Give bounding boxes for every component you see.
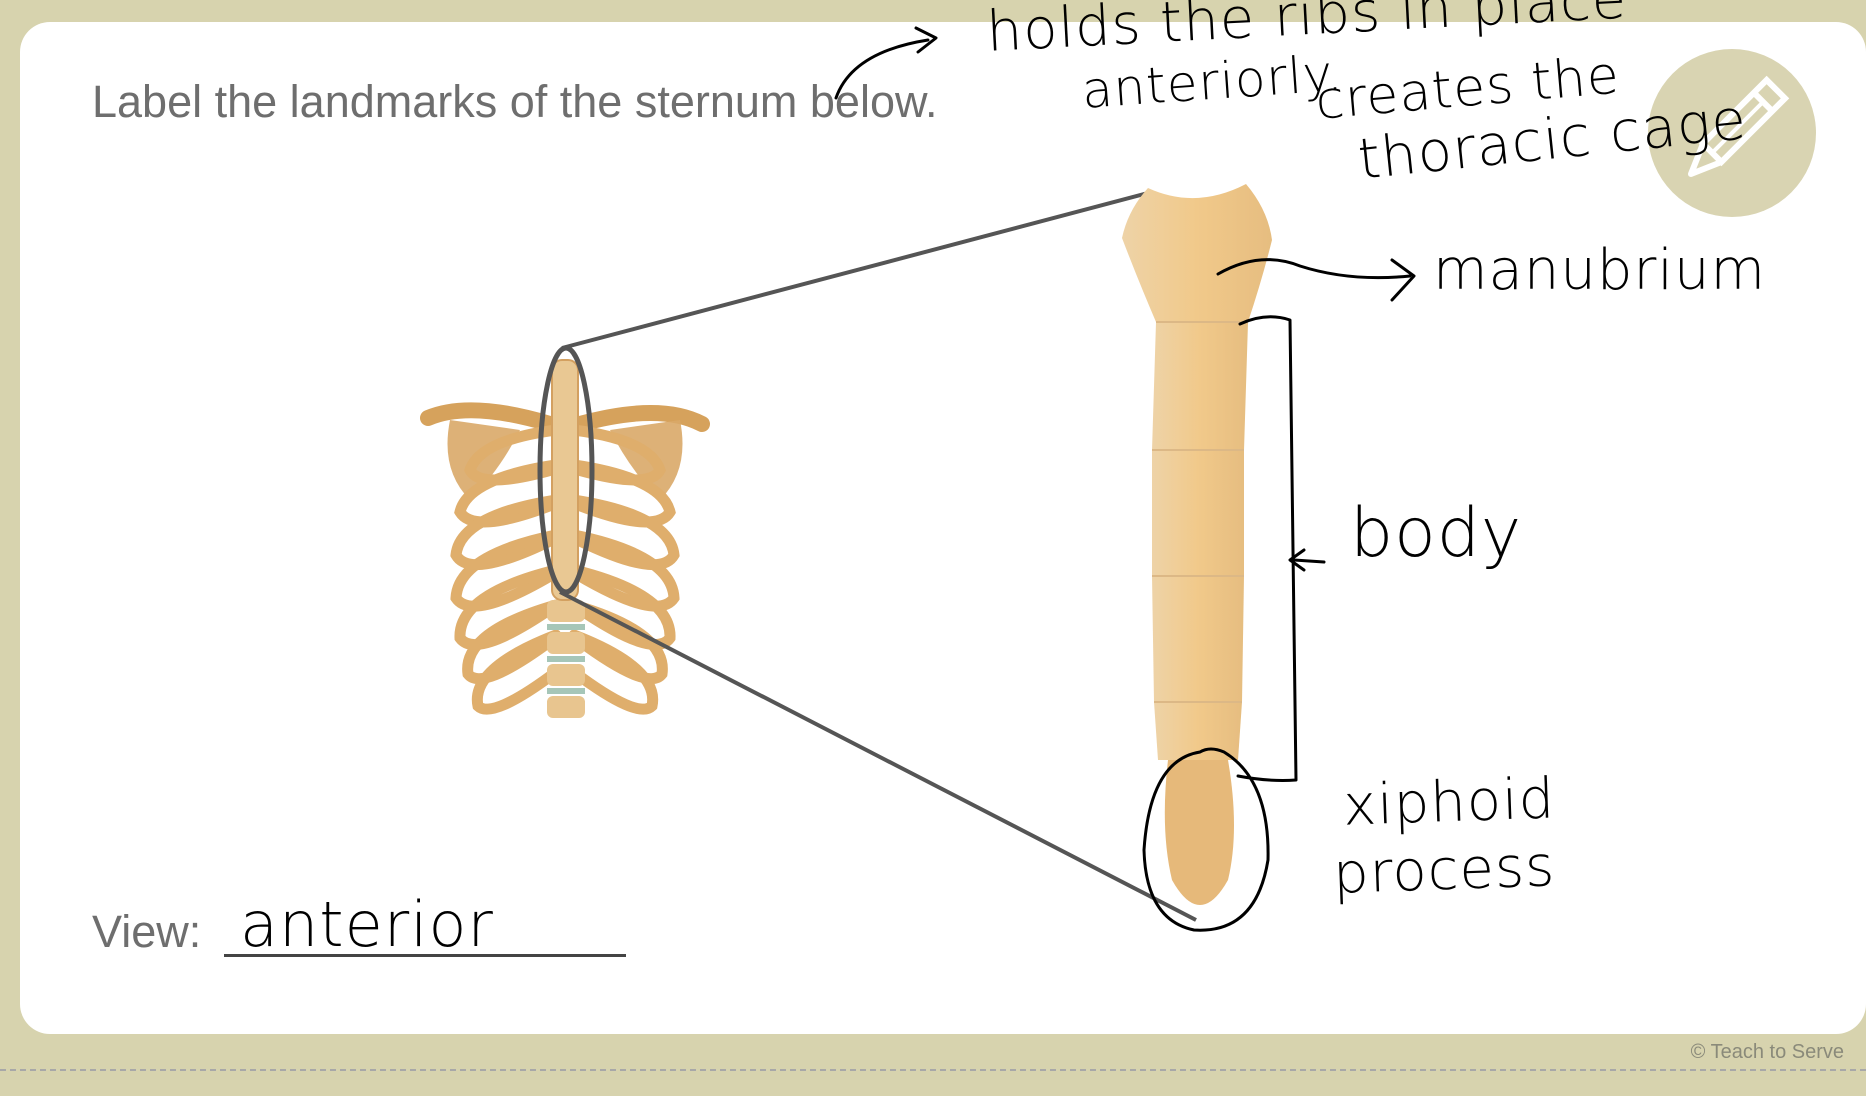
function-arrow (834, 38, 930, 100)
manubrium-arrow (1216, 258, 1412, 280)
function-arrowhead (914, 26, 938, 54)
vertebrae (547, 600, 585, 718)
instruction-text: Label the landmarks of the sternum below… (92, 76, 938, 127)
handwritten-manubrium-label: manubrium (1433, 238, 1767, 303)
xiphoid-circle (1142, 747, 1270, 932)
sternum-enlarged (1122, 184, 1272, 905)
ribcage-illustration (420, 345, 710, 718)
body-pointer (1292, 558, 1326, 564)
copyright-text: © Teach to Serve (1690, 1041, 1844, 1063)
edit-button[interactable] (1648, 49, 1816, 217)
xiphoid-shape (1164, 760, 1234, 905)
zoom-line-top (561, 190, 1153, 350)
view-label: View: (92, 906, 202, 957)
body-segment-2 (1152, 450, 1244, 576)
body-segment-4 (1154, 702, 1242, 760)
handwritten-view-answer: anterior (240, 888, 494, 961)
manubrium-arrowhead (1390, 258, 1416, 302)
worksheet-card (20, 22, 1866, 1034)
pencil-icon (1687, 75, 1790, 178)
manubrium-shape (1122, 184, 1272, 322)
body-segment-1 (1152, 322, 1248, 450)
zoom-line-bottom (559, 590, 1197, 922)
body-bracket (1236, 315, 1298, 782)
page-divider (0, 1069, 1866, 1071)
body-pointer-head (1288, 548, 1306, 572)
handwritten-xiphoid-line2: process (1331, 834, 1557, 907)
annotation-strokes (834, 26, 1416, 932)
body-segment-3 (1152, 576, 1244, 702)
handwritten-xiphoid-line1: xiphoid (1341, 766, 1557, 839)
handwritten-body-label: body (1350, 494, 1523, 573)
view-answer-line[interactable] (224, 954, 626, 957)
